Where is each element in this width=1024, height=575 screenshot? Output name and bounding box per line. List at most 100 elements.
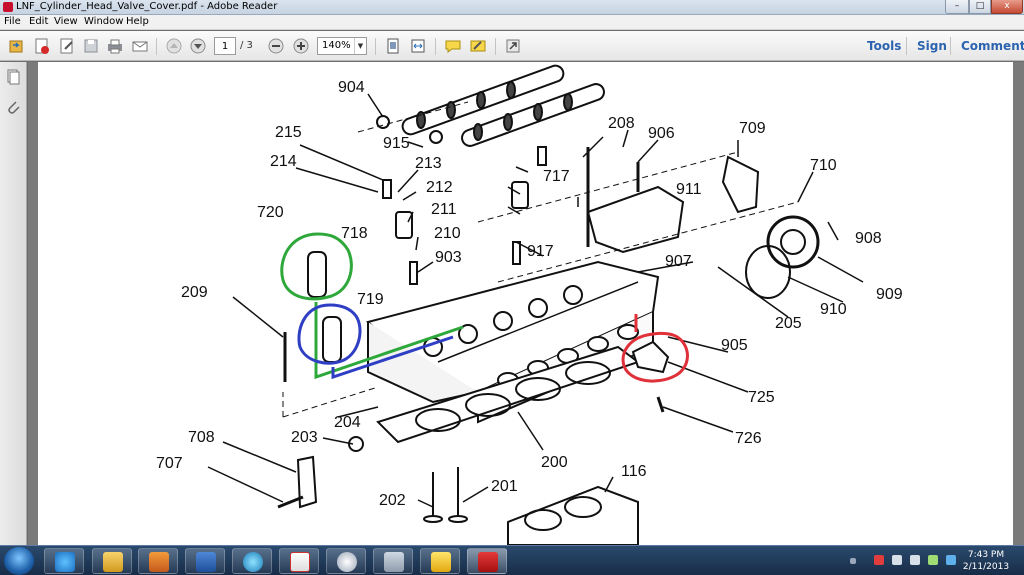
bracket-708 [296,455,318,509]
part-label: 209 [181,284,208,301]
taskbar-file-explorer[interactable] [92,548,132,574]
comment-button[interactable]: Comment [961,39,1024,53]
expand-icon[interactable] [503,36,523,56]
taskbar-tasks-app[interactable] [185,548,225,574]
wrench-icon [384,552,404,572]
email-icon[interactable] [130,36,150,56]
window-title: LNF_Cylinder_Head_Valve_Cover.pdf - Adob… [16,1,278,12]
part-label: 907 [665,253,692,270]
taskbar-hp-app[interactable] [326,548,366,574]
signal-icon[interactable] [946,555,956,565]
part-label: 208 [608,115,635,132]
fit-width-icon[interactable] [408,36,428,56]
next-page-icon[interactable] [188,36,208,56]
globe-icon [243,552,263,572]
toolbar: / 3 140% ▼ Tools Sign Comment [0,31,1024,61]
green-line-annotation [314,302,464,380]
tools-button[interactable]: Tools [867,39,902,53]
part-label: 905 [721,337,748,354]
maximize-button[interactable]: □ [969,0,991,14]
part-label: 708 [188,429,215,446]
toolbar-separator [375,38,376,55]
zoom-out-icon[interactable] [266,36,286,56]
part-label: 718 [341,225,368,242]
print-icon[interactable] [105,36,125,56]
part-label: 707 [156,455,183,472]
close-button[interactable]: x [991,0,1023,14]
menu-window[interactable]: Window [84,16,124,27]
part-label: 720 [257,204,284,221]
hp-logo-icon [337,552,357,572]
chevron-up-icon[interactable] [850,558,856,564]
taskbar-internet-explorer[interactable] [44,548,84,574]
part-label: 915 [383,135,410,152]
part-label: 917 [527,243,554,260]
taskbar-power-app[interactable] [420,548,460,574]
taskbar: 7:43 PM 2/11/2013 [0,545,1024,575]
taskbar-media-player[interactable] [138,548,178,574]
part-label: 203 [291,429,318,446]
battery-icon[interactable] [928,555,938,565]
page-number-input[interactable] [214,37,236,55]
red-circle-annotation [621,331,689,383]
system-tray [848,546,1024,575]
sign-button[interactable]: Sign [917,39,947,53]
taskbar-globe-app[interactable] [232,548,272,574]
create-pdf-icon[interactable] [32,36,52,56]
taskbar-adobe-reader[interactable] [467,548,507,574]
adobe-reader-icon [3,2,13,12]
taskbar-clock[interactable]: 7:43 PM 2/11/2013 [955,549,1017,573]
menu-bar: File Edit View Window Help [0,15,1024,30]
part-label: 214 [270,153,297,170]
part-label: 201 [491,478,518,495]
camshaft-sensor [631,340,670,374]
part-label: 213 [415,155,442,172]
zoom-in-icon[interactable] [291,36,311,56]
clock-time: 7:43 PM [967,550,1005,560]
lightning-icon [431,552,451,572]
start-button[interactable] [4,547,34,575]
document-icon [290,552,310,572]
network-icon[interactable] [892,555,902,565]
internet-explorer-icon [55,552,75,572]
zoom-select[interactable]: 140% ▼ [317,37,367,55]
page-thumbnails-icon[interactable] [5,68,22,85]
previous-page-icon[interactable] [164,36,184,56]
taskbar-pdf-viewer[interactable] [279,548,319,574]
part-label: 725 [748,389,775,406]
minimize-button[interactable]: – [945,0,969,14]
action-center-icon[interactable] [874,555,884,565]
open-file-icon[interactable] [7,36,27,56]
part-label: 202 [379,492,406,509]
fit-page-icon[interactable] [383,36,403,56]
pdf-page[interactable]: 904 215 214 915 213 212 211 210 208 906 … [38,62,1013,545]
part-label: 904 [338,79,365,96]
menu-edit[interactable]: Edit [29,16,49,27]
navigation-pane [0,62,27,545]
save-icon[interactable] [81,36,101,56]
part-label: 911 [676,181,702,198]
volume-icon[interactable] [910,555,920,565]
part-label: 726 [735,430,762,447]
chevron-down-icon[interactable]: ▼ [354,38,366,54]
part-label: 200 [541,454,568,471]
part-label: 204 [334,414,361,431]
oil-control-solenoids [307,251,342,363]
valves [423,467,468,523]
leader-lines [207,93,864,508]
part-label: 719 [357,291,384,308]
menu-view[interactable]: View [54,16,78,27]
highlight-icon[interactable] [468,36,488,56]
menu-help[interactable]: Help [126,16,149,27]
part-label: 116 [621,463,647,480]
attachments-icon[interactable] [5,98,22,115]
part-label: 709 [739,120,766,137]
clock-date: 2/11/2013 [962,562,1010,572]
menu-file[interactable]: File [4,16,21,27]
taskbar-tools-app[interactable] [373,548,413,574]
edit-document-icon[interactable] [57,36,77,56]
sticky-note-icon[interactable] [443,36,463,56]
bolts [277,147,665,509]
part-label: 215 [275,124,302,141]
part-labels: 904 215 214 915 213 212 211 210 208 906 … [156,79,903,509]
